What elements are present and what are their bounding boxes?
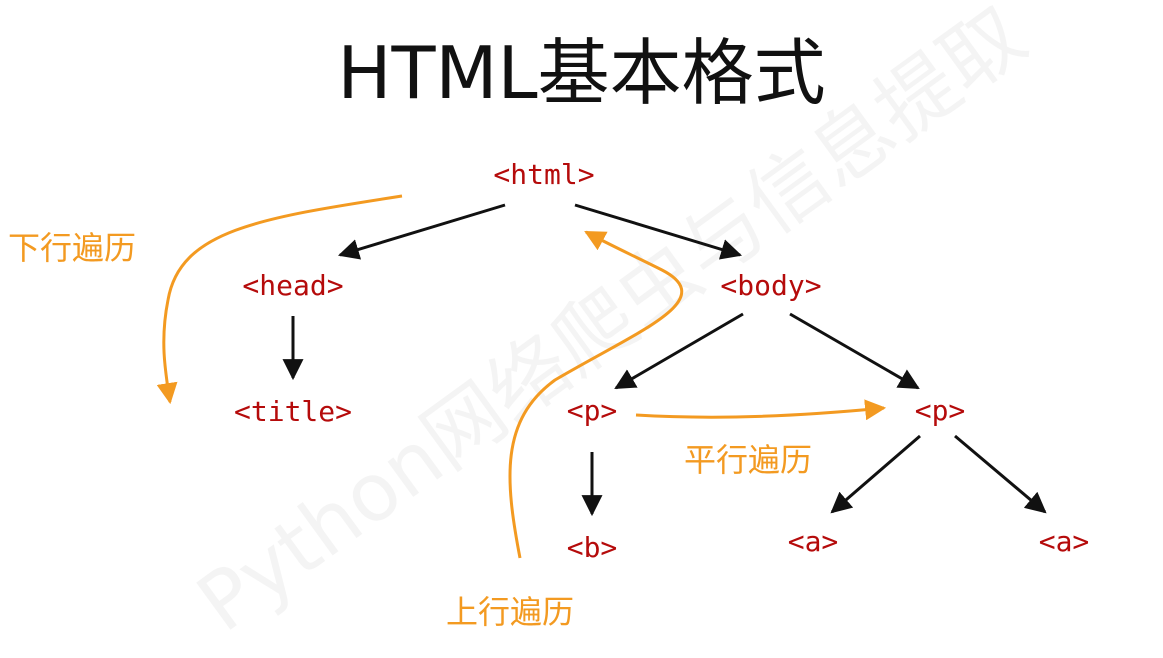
down-traversal-label: 下行遍历: [8, 229, 137, 267]
node-p2: <p>: [914, 394, 966, 427]
parallel-traversal-label: 平行遍历: [684, 441, 813, 479]
node-a1: <a>: [787, 525, 839, 558]
up-traversal-arrow: [508, 230, 684, 559]
node-title: <title>: [233, 395, 353, 428]
down-traversal-arrow: [156, 194, 403, 405]
edge-html-body: [574, 203, 743, 260]
node-a2: <a>: [1038, 525, 1090, 558]
edge-p2-a1: [830, 434, 921, 514]
node-head: <head>: [242, 269, 344, 302]
node-b: <b>: [566, 531, 618, 564]
edge-body-p2: [789, 312, 920, 390]
edge-p2-a2: [954, 434, 1047, 514]
parallel-traversal-arrow: [635, 399, 887, 421]
node-p1: <p>: [566, 394, 618, 427]
page-title: HTML基本格式: [337, 31, 826, 115]
node-body: <body>: [720, 269, 822, 302]
node-html: <html>: [493, 158, 595, 191]
up-traversal-label: 上行遍历: [446, 593, 575, 631]
edge-html-head: [337, 203, 506, 260]
edge-body-p1: [614, 312, 744, 390]
